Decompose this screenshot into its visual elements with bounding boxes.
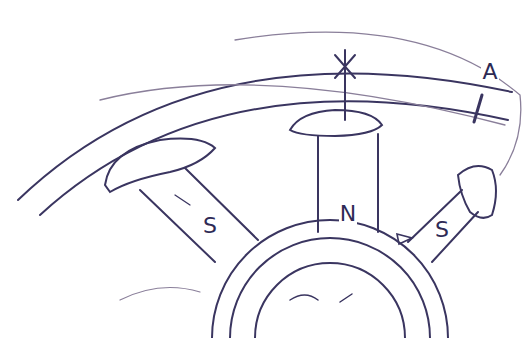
- tick-mark: [474, 95, 482, 122]
- yoke-inner: [40, 101, 508, 215]
- rotor-arc: [255, 263, 405, 338]
- pole-body: [318, 134, 378, 232]
- pole-body: [140, 168, 258, 262]
- pole-shoe: [458, 166, 496, 218]
- pole-label: S: [434, 219, 450, 241]
- hatch: [175, 195, 190, 205]
- rotor-arc: [212, 220, 448, 338]
- faint-line: [120, 288, 200, 301]
- pole-body: [408, 190, 478, 262]
- part-label: A: [481, 61, 498, 83]
- pole-label: N: [339, 203, 357, 225]
- pole-label: S: [202, 215, 218, 237]
- pole-shoe: [105, 139, 215, 192]
- yoke-outer: [18, 73, 512, 200]
- rotor-detail: [290, 294, 352, 302]
- pole-shoe: [290, 110, 382, 136]
- rotor-arc: [230, 238, 430, 338]
